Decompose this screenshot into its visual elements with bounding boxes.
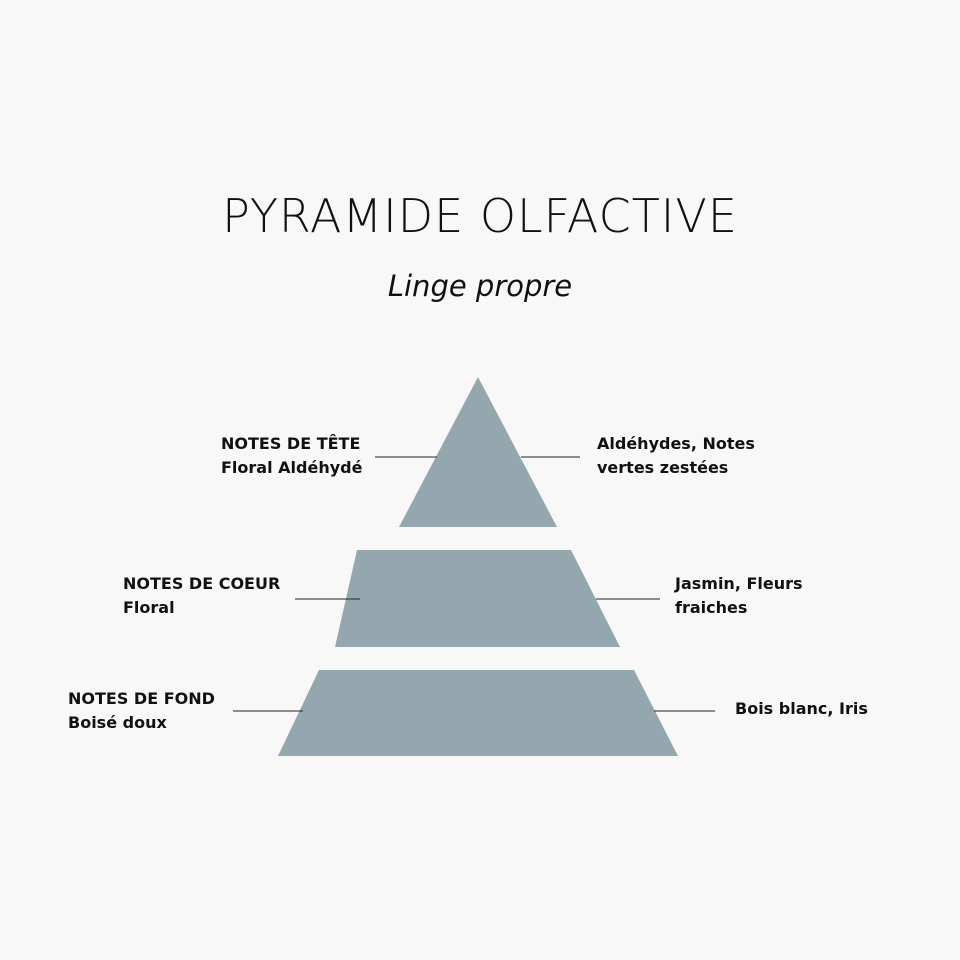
tier-heart-right-label: Jasmin, Fleurs fraiches xyxy=(675,572,803,620)
tier-top-family: Floral Aldéhydé xyxy=(221,458,363,477)
tier-base-notes-line1: Bois blanc, Iris xyxy=(735,699,868,718)
tier-heart-shape xyxy=(335,550,620,647)
tier-top-left-label: NOTES DE TÊTE Floral Aldéhydé xyxy=(221,432,362,480)
tier-base-right-label: Bois blanc, Iris xyxy=(735,697,868,721)
diagram-subtitle: Linge propre xyxy=(387,269,573,303)
tier-top-name: NOTES DE TÊTE xyxy=(221,434,361,453)
tier-base-shape xyxy=(278,670,678,756)
tier-top-right-label: Aldéhydes, Notes vertes zestées xyxy=(597,432,755,480)
tier-base-family: Boisé doux xyxy=(68,713,167,732)
tier-heart-name: NOTES DE COEUR xyxy=(123,574,281,593)
tier-top-notes-line2: vertes zestées xyxy=(597,458,729,477)
diagram-title: PYRAMIDE OLFACTIVE xyxy=(222,189,738,243)
tier-heart-left-label: NOTES DE COEUR Floral xyxy=(123,572,280,620)
tier-heart-notes-line2: fraiches xyxy=(675,598,748,617)
tier-top-shape xyxy=(399,377,557,527)
tier-base-name: NOTES DE FOND xyxy=(68,689,215,708)
tier-top-notes-line1: Aldéhydes, Notes xyxy=(597,434,755,453)
tier-heart-notes-line1: Jasmin, Fleurs xyxy=(675,574,803,593)
tier-base-left-label: NOTES DE FOND Boisé doux xyxy=(68,687,215,735)
tier-heart-family: Floral xyxy=(123,598,175,617)
